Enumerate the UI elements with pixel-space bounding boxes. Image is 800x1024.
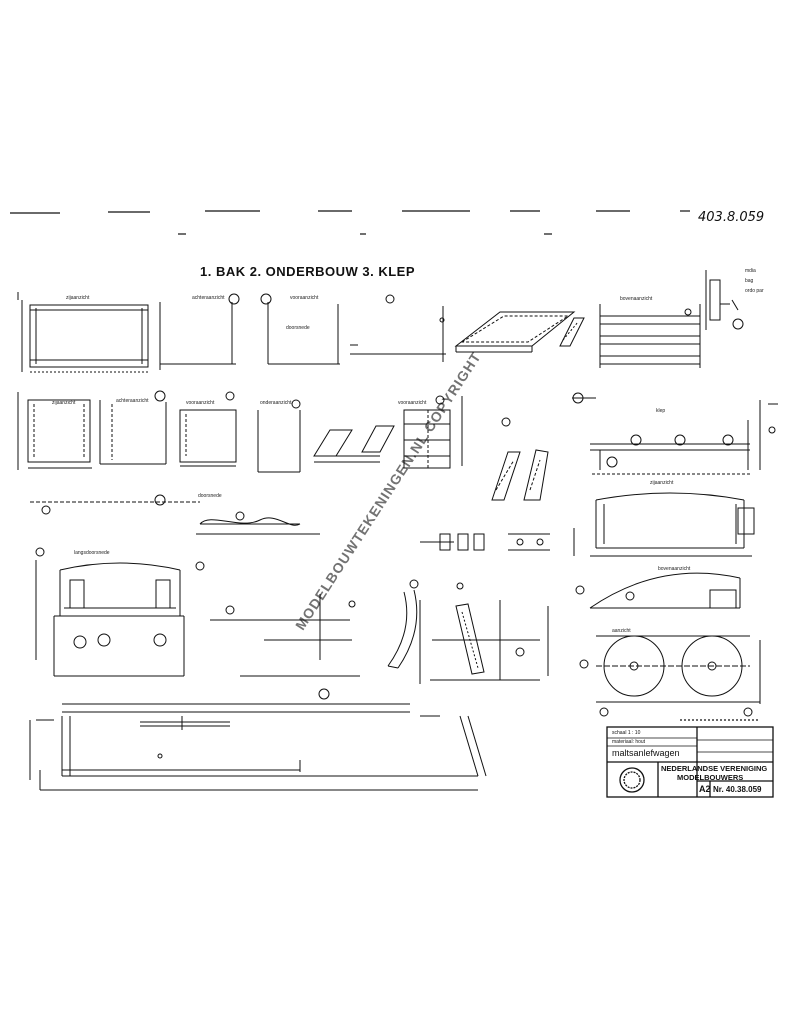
view-label: onderaanzicht [260,400,292,406]
border-marks [10,210,690,235]
view-label: zijaanzicht [66,295,90,301]
view-label: bovenaanzicht [658,566,691,572]
wheel-section [579,635,761,717]
title-block-material: materiaal: hout [612,739,646,745]
view-label: zijaanzicht [650,480,674,486]
view-label: achteraanzicht [116,398,149,404]
legend-item: bag [745,278,754,284]
legend-item: mdia [745,268,756,274]
view-label: vooraanzicht [290,295,319,301]
title-block-org-line-1: NEDERLANDSE VERENIGING [661,764,768,773]
title-block-scale: schaal 1 : 10 [612,730,641,736]
row-3-details [30,494,550,700]
view-label: langsdoorsnede [74,550,110,556]
legend-item: ordo par [745,288,764,294]
title-block-org-line-2: MODELBOUWERS [677,773,744,782]
title-block-number: Nr. 40.38.059 [713,785,762,794]
view-label: bovenaanzicht [620,296,653,302]
bottom-long-view [29,703,487,791]
view-label: doorsnede [286,325,310,331]
view-label: zijaanzicht [52,400,76,406]
drawing-heading: 1. BAK 2. ONDERBOUW 3. KLEP [200,264,416,279]
title-block-frame [606,719,774,798]
view-label: vooraanzicht [398,400,427,406]
row-1-bak [17,270,744,373]
row-2-onderbouw [17,390,549,501]
view-label: vooraanzicht [186,400,215,406]
sheet-number-handwritten: 403.8.059 [698,210,765,225]
title-block-format: A2 [699,784,711,794]
view-label: aanzicht [612,628,631,634]
klep-section [572,392,778,609]
view-label: klep [656,408,666,414]
view-label: doorsnede [198,493,222,499]
title-block-maker: maltsanlefwagen [612,748,680,758]
view-label: achteraanzicht [192,295,225,301]
